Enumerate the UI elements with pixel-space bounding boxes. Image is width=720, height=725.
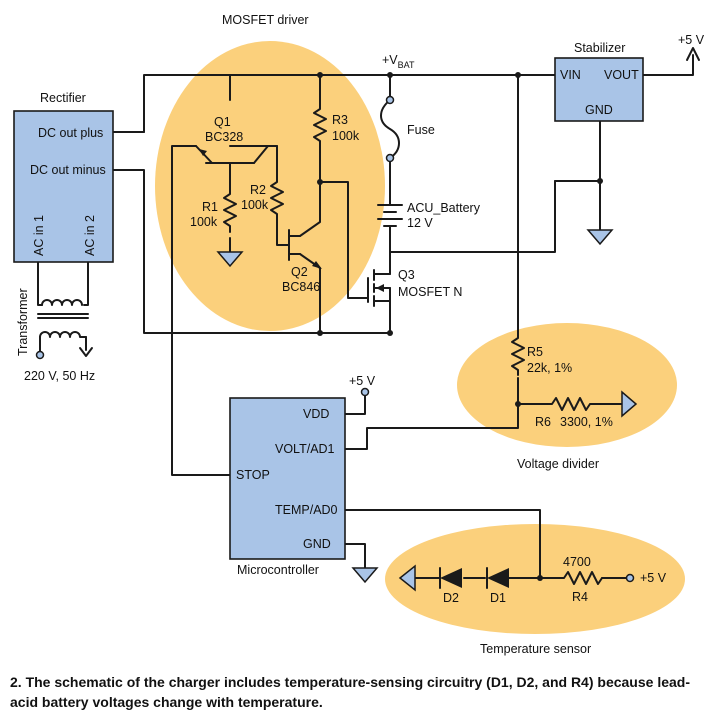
microcontroller-block bbox=[229, 397, 346, 560]
fuse-terminal-bottom bbox=[385, 153, 395, 163]
q2-collector-wire bbox=[299, 151, 321, 237]
q3-part: MOSFET N bbox=[398, 285, 462, 299]
microcontroller-title: Microcontroller bbox=[237, 563, 319, 577]
r3-resistor bbox=[313, 104, 327, 153]
stabilizer-title: Stabilizer bbox=[574, 41, 625, 55]
mains-arrow bbox=[79, 347, 93, 357]
mcu-stop-pin: STOP bbox=[236, 468, 270, 482]
q2-name: Q2 bbox=[291, 265, 308, 279]
stabilizer-block bbox=[554, 57, 644, 122]
q2-part: BC846 bbox=[282, 280, 320, 294]
q3-name: Q3 bbox=[398, 268, 415, 282]
d1-label: D1 bbox=[490, 591, 506, 605]
mcu-gnd-wire bbox=[344, 543, 366, 569]
vbat-label: +VBAT bbox=[382, 53, 415, 70]
r4-value: 4700 bbox=[563, 555, 591, 569]
voltage-divider-label: Voltage divider bbox=[517, 457, 599, 471]
gate-drive-wire bbox=[319, 181, 369, 299]
temperature-sensor-label: Temperature sensor bbox=[480, 642, 591, 656]
r6-name: R6 bbox=[535, 415, 551, 429]
transformer bbox=[37, 299, 89, 338]
r2-resistor bbox=[270, 177, 284, 223]
vbat-sub: BAT bbox=[398, 60, 415, 70]
stabilizer-gnd: GND bbox=[585, 103, 613, 117]
ground-rail-wire bbox=[112, 169, 391, 334]
q1-name: Q1 bbox=[214, 115, 231, 129]
d1-diode bbox=[486, 567, 509, 589]
stabilizer-vin: VIN bbox=[560, 68, 581, 82]
r1-name: R1 bbox=[202, 200, 218, 214]
r4-resistor bbox=[559, 571, 603, 585]
r2-value: 100k bbox=[241, 198, 269, 212]
vdd-wire bbox=[344, 394, 366, 415]
junction-dots bbox=[317, 72, 603, 581]
r2-name: R2 bbox=[250, 183, 266, 197]
q1-part: BC328 bbox=[205, 130, 243, 144]
battery bbox=[377, 204, 403, 227]
q2-transistor bbox=[288, 229, 322, 269]
sensor-5v-terminal bbox=[625, 573, 635, 583]
d2-label: D2 bbox=[443, 591, 459, 605]
q1-transistor bbox=[195, 145, 278, 169]
mosfet-driver-label: MOSFET driver bbox=[222, 13, 309, 27]
r3-name: R3 bbox=[332, 113, 348, 127]
r5-name: R5 bbox=[527, 345, 543, 359]
r1-value: 100k bbox=[190, 215, 218, 229]
vdd-5v-terminal bbox=[360, 387, 370, 397]
d2-diode bbox=[439, 567, 462, 589]
battery-name: ACU_Battery bbox=[407, 201, 481, 215]
volt-ad1-wire bbox=[344, 403, 519, 450]
ac2-lead bbox=[83, 261, 89, 306]
r2-to-q2-base bbox=[276, 221, 290, 246]
stabilizer-vout-wire bbox=[642, 54, 694, 76]
r6-value: 3300, 1% bbox=[560, 415, 613, 429]
r6-resistor bbox=[547, 397, 601, 411]
battery-value: 12 V bbox=[407, 216, 433, 230]
stop-wire bbox=[171, 145, 231, 476]
mcu-vdd-pin: VDD bbox=[303, 407, 329, 421]
fuse bbox=[380, 99, 400, 159]
vbat-main: +V bbox=[382, 53, 398, 67]
r1-resistor bbox=[223, 189, 237, 233]
r5-resistor bbox=[511, 332, 525, 376]
mcu-gnd-pin: GND bbox=[303, 537, 331, 551]
transformer-name: Transformer bbox=[16, 288, 30, 356]
fuse-terminal-top bbox=[385, 95, 395, 105]
mcu-volt-pin: VOLT/AD1 bbox=[275, 442, 335, 456]
rectifier-title: Rectifier bbox=[40, 91, 86, 105]
r5-value: 22k, 1% bbox=[527, 361, 572, 375]
rectifier-dc-minus: DC out minus bbox=[30, 163, 106, 177]
plus5-sensor-label: +5 V bbox=[640, 571, 667, 585]
charger-schematic: MOSFET driver Voltage divider Temperatur… bbox=[13, 13, 705, 656]
r3-value: 100k bbox=[332, 129, 360, 143]
mcu-ground-symbol bbox=[351, 567, 379, 584]
vbat-rail-wire bbox=[143, 74, 556, 133]
mcu-temp-pin: TEMP/AD0 bbox=[275, 503, 338, 517]
mains-terminal bbox=[35, 350, 45, 360]
rectifier-block bbox=[13, 110, 114, 263]
r1-ground-symbol bbox=[216, 251, 244, 268]
plus5-mcu-label: +5 V bbox=[349, 374, 376, 388]
plus5-top-arrow bbox=[686, 47, 700, 61]
battery-negative-wire bbox=[389, 180, 556, 253]
temp-ad0-wire bbox=[344, 509, 541, 579]
rectifier-ac2: AC in 2 bbox=[83, 215, 97, 256]
rectifier-ac1: AC in 1 bbox=[32, 215, 46, 256]
stabilizer-vout: VOUT bbox=[604, 68, 639, 82]
sensor-ground-symbol bbox=[398, 564, 416, 592]
figure-caption: 2. The schematic of the charger includes… bbox=[10, 674, 690, 710]
rectifier-dc-plus: DC out plus bbox=[38, 126, 103, 140]
r6-ground-symbol bbox=[621, 390, 638, 418]
transformer-rating: 220 V, 50 Hz bbox=[24, 369, 95, 383]
fuse-label: Fuse bbox=[407, 123, 435, 137]
stabilizer-ground-symbol bbox=[586, 229, 614, 246]
q3-mosfet bbox=[367, 267, 391, 309]
r4-name: R4 bbox=[572, 590, 588, 604]
ac1-lead bbox=[37, 261, 43, 306]
plus5-top-label: +5 V bbox=[678, 33, 705, 47]
